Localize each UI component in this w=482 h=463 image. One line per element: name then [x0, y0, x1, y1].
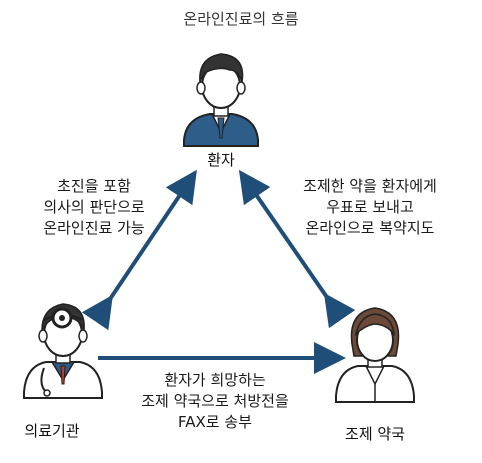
patient-figure	[183, 53, 259, 147]
edge-label-line: 우표로 보내고	[326, 198, 414, 216]
edge-label-clinic-pharmacy: 환자가 희망하는 조제 약국으로 처방전을 FAX로 송부	[110, 370, 320, 433]
edge-label-line: 조제한 약을 환자에게	[303, 177, 437, 195]
arrow-pharmacy-patient	[238, 169, 356, 329]
pharmacy-label: 조제 약국	[345, 425, 405, 443]
edge-label-line: 조제 약국으로 처방전을	[141, 392, 289, 410]
arrow-clinic-patient	[81, 169, 197, 331]
edge-label-pharmacy-patient: 조제한 약을 환자에게 우표로 보내고 온라인으로 복약지도	[270, 176, 470, 239]
edge-label-line: FAX로 송부	[178, 413, 252, 431]
doctor-figure	[23, 303, 103, 399]
pharmacist-figure	[335, 307, 415, 403]
edge-label-line: 온라인진료 가능	[43, 219, 145, 237]
edge-label-line: 환자가 희망하는	[164, 371, 266, 389]
edge-label-line: 온라인으로 복약지도	[305, 219, 435, 237]
diagram-title: 온라인진료의 흐름	[183, 10, 299, 28]
edge-label-line: 의사의 판단으로	[43, 198, 145, 216]
clinic-label: 의료기관	[24, 422, 80, 440]
edge-label-line: 초진을 포함	[57, 177, 131, 195]
edge-label-clinic-patient: 초진을 포함 의사의 판단으로 온라인진료 가능	[14, 176, 174, 239]
patient-label: 환자	[207, 151, 235, 169]
